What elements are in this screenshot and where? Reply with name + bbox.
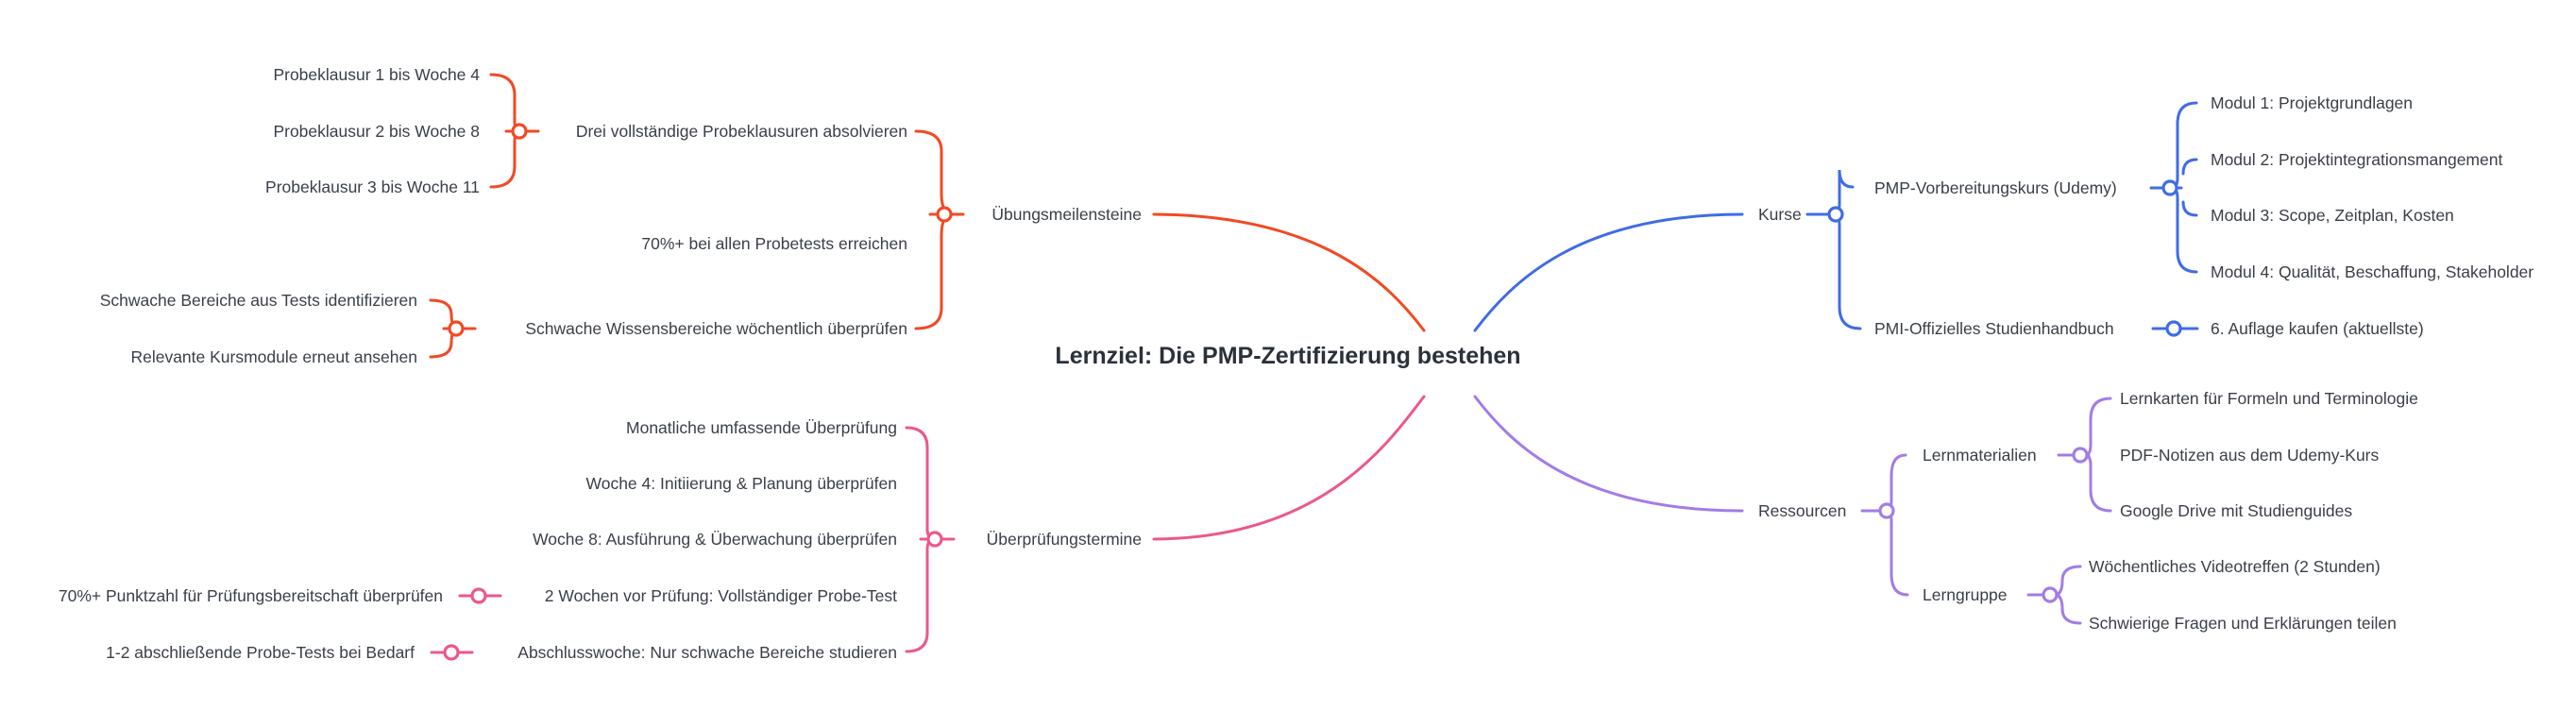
collapse-toggle-kurse[interactable] (1827, 206, 1844, 223)
node-70-prozent[interactable]: 70%+ bei allen Probetests erreichen (641, 234, 907, 253)
node-probeklausuren[interactable]: Drei vollständige Probeklausuren absolvi… (576, 122, 907, 141)
leaf-probeklausur-2[interactable]: Probeklausur 2 bis Woche 8 (273, 122, 480, 141)
root-topic[interactable]: Lernziel: Die PMP-Zertifizierung bestehe… (1055, 343, 1520, 369)
bracket-uebung (914, 129, 954, 330)
leaf-videotreffen[interactable]: Wöchentliches Videotreffen (2 Stunden) (2089, 557, 2381, 576)
bracket-lernmaterialien (2084, 397, 2112, 513)
collapse-toggle-vor-pruefung[interactable] (470, 587, 487, 604)
node-schwache-wissensbereiche[interactable]: Schwache Wissensbereiche wöchentlich übe… (525, 319, 907, 338)
collapse-toggle-lerngruppe[interactable] (2042, 586, 2059, 603)
leaf-modul-4[interactable]: Modul 4: Qualität, Beschaffung, Stakehol… (2211, 262, 2534, 281)
leaf-pdf-notizen[interactable]: PDF-Notizen aus dem Udemy-Kurs (2120, 446, 2379, 465)
node-monatlich[interactable]: Monatliche umfassende Überprüfung (626, 418, 897, 437)
node-abschlusswoche[interactable]: Abschlusswoche: Nur schwache Bereiche st… (517, 643, 897, 662)
leaf-probeklausur-1[interactable]: Probeklausur 1 bis Woche 4 (273, 65, 480, 84)
leaf-fragen-teilen[interactable]: Schwierige Fragen und Erklärungen teilen (2089, 614, 2397, 633)
leaf-probeklausur-3[interactable]: Probeklausur 3 bis Woche 11 (265, 178, 480, 196)
collapse-toggle-lernmaterialien[interactable] (2072, 447, 2089, 464)
node-lernmaterialien[interactable]: Lernmaterialien (1923, 446, 2037, 465)
collapse-toggle-udemy[interactable] (2161, 179, 2178, 196)
bracket-udemy-inner (2181, 158, 2198, 217)
node-lerngruppe[interactable]: Lerngruppe (1923, 585, 2008, 604)
collapse-toggle-pmi[interactable] (2165, 320, 2182, 337)
leaf-lernkarten[interactable]: Lernkarten für Formeln und Terminologie (2120, 389, 2418, 408)
branch-ueberpruefungstermine: Überprüfungstermine Monatliche umfassend… (59, 418, 1142, 662)
collapse-toggle-probeklausuren[interactable] (511, 123, 528, 140)
edge-root-uebung (1152, 212, 1426, 332)
leaf-6-auflage[interactable]: 6. Auflage kaufen (aktuellste) (2211, 319, 2424, 338)
node-pmi-handbuch[interactable]: PMI-Offizielles Studienhandbuch (1874, 319, 2114, 338)
leaf-punktzahl[interactable]: 70%+ Punktzahl für Prüfungsbereitschaft … (59, 586, 443, 605)
collapse-toggle-ressourcen[interactable] (1878, 502, 1895, 519)
branch-kurse: Kurse PMP-Vorbereitungskurs (Udemy) PMI-… (1758, 93, 2534, 338)
edge-root-kurse (1473, 212, 1744, 332)
branch-uebungsmeilensteine: Übungsmeilensteine Drei vollständige Pro… (100, 65, 1142, 366)
collapse-toggle-ueberpruefung[interactable] (926, 531, 943, 548)
bracket-ressourcen (1885, 453, 1909, 597)
node-udemy-kurs[interactable]: PMP-Vorbereitungskurs (Udemy) (1874, 178, 2117, 197)
node-vor-pruefung[interactable]: 2 Wochen vor Prüfung: Vollständiger Prob… (545, 586, 897, 605)
edge-root-ueberpruefung (1152, 395, 1426, 541)
leaf-modul-2[interactable]: Modul 2: Projektintegrationsmangement (2211, 150, 2502, 169)
edge-root-ressourcen (1473, 395, 1744, 513)
leaf-probe-tests[interactable]: 1-2 abschließende Probe-Tests bei Bedarf (106, 643, 415, 662)
branch-label-kurse[interactable]: Kurse (1758, 205, 1802, 224)
leaf-modul-1[interactable]: Modul 1: Projektgrundlagen (2211, 93, 2413, 112)
node-woche-4[interactable]: Woche 4: Initiierung & Planung überprüfe… (586, 474, 897, 493)
branch-label-ressourcen[interactable]: Ressourcen (1758, 501, 1846, 520)
collapse-toggle-uebung[interactable] (936, 206, 953, 223)
bracket-lerngruppe (2054, 565, 2082, 625)
bracket-kurse (1833, 169, 1862, 330)
leaf-modul-3[interactable]: Modul 3: Scope, Zeitplan, Kosten (2211, 206, 2454, 225)
branch-label-uebungsmeilensteine[interactable]: Übungsmeilensteine (991, 205, 1142, 224)
branch-label-ueberpruefungstermine[interactable]: Überprüfungstermine (987, 530, 1142, 549)
collapse-toggle-abschluss[interactable] (443, 644, 460, 661)
leaf-schwache-bereiche[interactable]: Schwache Bereiche aus Tests identifizier… (100, 291, 417, 310)
collapse-toggle-schwach[interactable] (448, 320, 465, 337)
branch-ressourcen: Ressourcen Lernmaterialien Lerngruppe Le… (1758, 389, 2418, 633)
node-woche-8[interactable]: Woche 8: Ausführung & Überwachung überpr… (533, 530, 897, 549)
leaf-kursmodule[interactable]: Relevante Kursmodule erneut ansehen (130, 347, 417, 366)
leaf-google-drive[interactable]: Google Drive mit Studienguides (2120, 501, 2352, 520)
